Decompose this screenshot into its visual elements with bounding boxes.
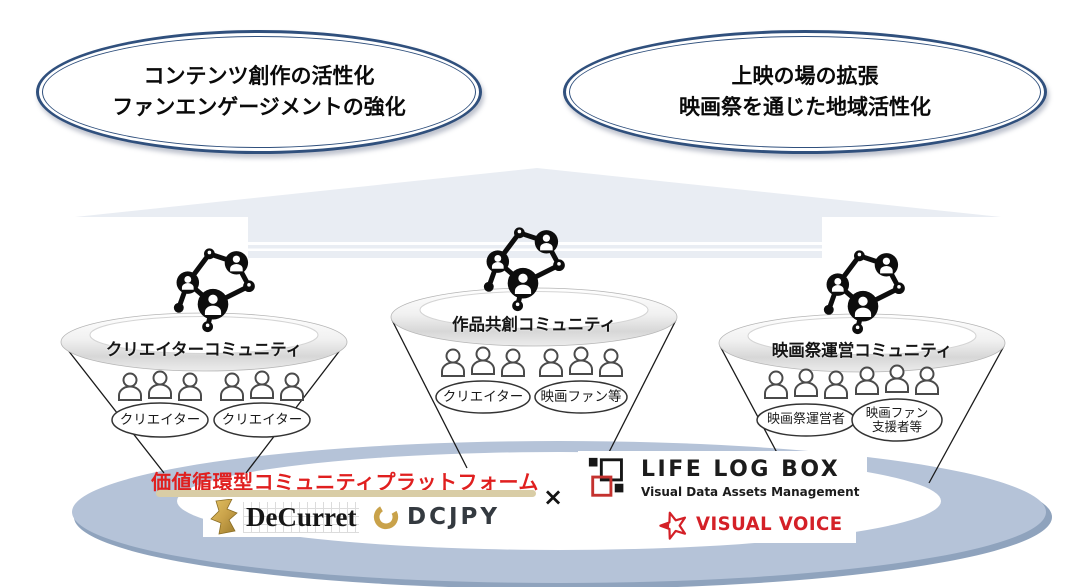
platform-title-underline [156,490,536,497]
member-label: 映画ファン 支援者等 [865,405,929,435]
lifelogbox-text: LIFE LOG BOX Visual Data Assets Manageme… [641,457,859,499]
funnel-title-cocreation: 作品共創コミュニティ [451,315,616,334]
visualvoice-logo: VISUAL VOICE [650,505,857,543]
member-label: クリエイター [119,412,201,428]
banner-content-creation: コンテンツ創作の活性化 ファンエンゲージメントの強化 [36,30,482,154]
multiply-symbol: × [542,483,564,511]
dcjpy-gold-ring-icon [373,504,399,530]
decurret-gold-emblem-icon [210,499,238,535]
funnel-bowls [60,287,1006,373]
banner-left-line2: ファンエンゲージメントの強化 [112,95,406,119]
banner-right-line1: 上映の場の拡張 [731,63,879,88]
member-label: 映画祭運営者 [766,412,845,427]
visualvoice-wordmark: VISUAL VOICE [696,513,843,535]
dcjpy-wordmark: DCJPY [407,504,501,530]
decurret-wordmark: DeCurret [243,501,359,533]
dcjpy-logo: DCJPY [366,501,507,533]
visualvoice-star-icon [659,511,687,540]
member-label: クリエイター [442,389,524,405]
banner-screening-expansion: 上映の場の拡張 映画祭を通じた地域活性化 [563,30,1047,154]
member-label: 映画ファン等 [540,389,622,405]
banner-left-line1: コンテンツ創作の活性化 [143,63,375,88]
lifelogbox-logo: LIFE LOG BOX Visual Data Assets Manageme… [578,451,868,505]
banner-right-line2: 映画祭を通じた地域活性化 [679,95,931,119]
funnel-title-festival: 映画祭運営コミュニティ [771,341,953,360]
lifelogbox-squares-icon [588,457,624,497]
lifelogbox-tagline: Visual Data Assets Management [641,485,860,499]
member-label: クリエイター [221,412,303,428]
lifelogbox-wordmark: LIFE LOG BOX [641,457,841,482]
member-pills [111,380,943,442]
funnel-title-creator: クリエイターコミュニティ [105,340,303,359]
banner-left-text: コンテンツ創作の活性化 ファンエンゲージメントの強化 [112,61,406,124]
banner-right-text: 上映の場の拡張 映画祭を通じた地域活性化 [679,61,931,124]
decurret-logo: DeCurret [203,497,366,537]
